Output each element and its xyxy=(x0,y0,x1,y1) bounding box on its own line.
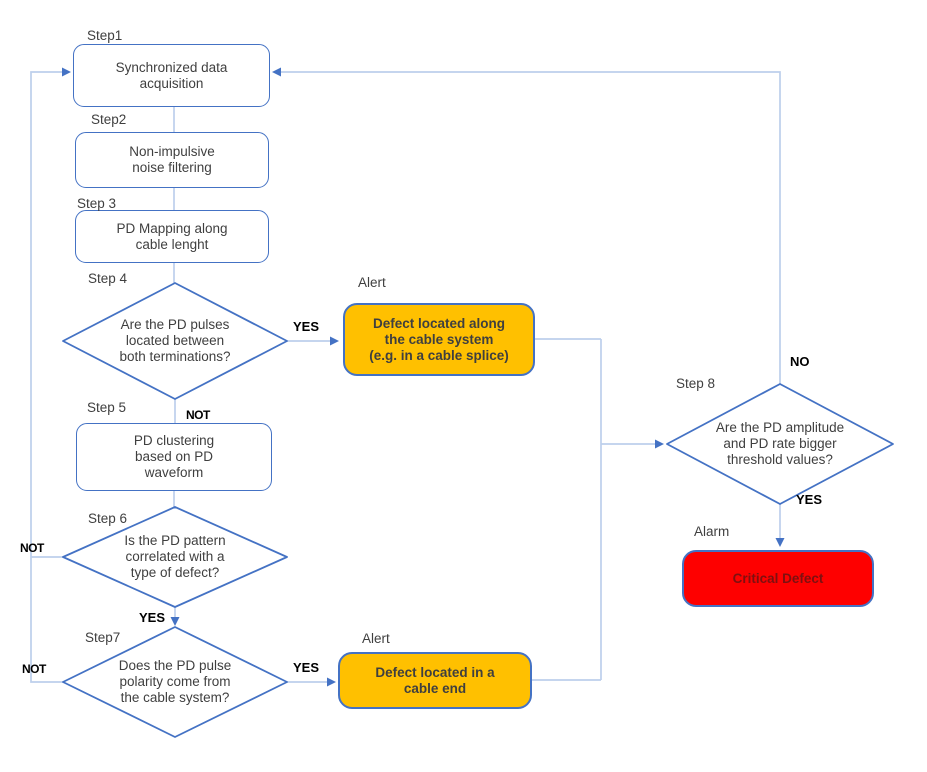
step5-text: PD clustering based on PD waveform xyxy=(133,433,215,480)
step4-diamond xyxy=(62,282,288,400)
step7-label: Step7 xyxy=(85,630,121,645)
decision-diamonds xyxy=(62,282,894,738)
step1-label: Step1 xyxy=(87,28,123,43)
step2-box: Non-impulsive noise filtering xyxy=(75,132,269,188)
step8-diamond xyxy=(666,383,894,505)
alarm-text: Critical Defect xyxy=(732,570,824,586)
step6-diamond xyxy=(62,506,288,608)
alert-box-cable-system: Defect located along the cable system (e… xyxy=(343,303,535,376)
alert2-label: Alert xyxy=(362,631,390,646)
step2-text: Non-impulsive noise filtering xyxy=(129,144,215,175)
edge-label-step6-not: NOT xyxy=(20,541,44,555)
edge-label-step6-yes: YES xyxy=(139,610,166,625)
arrow-down-icon xyxy=(775,538,785,547)
edge-label-step7-yes: YES xyxy=(293,660,320,675)
step5-label: Step 5 xyxy=(87,400,127,415)
step4-label: Step 4 xyxy=(88,271,128,286)
step7-diamond xyxy=(62,626,288,738)
arrowheads xyxy=(62,67,785,687)
alarm-label: Alarm xyxy=(694,524,730,539)
arrow-right-icon xyxy=(327,677,336,687)
step3-text: PD Mapping along cable lenght xyxy=(116,220,228,252)
edge-label-step7-not: NOT xyxy=(22,662,46,676)
alert-box-cable-end: Defect located in a cable end xyxy=(338,652,532,709)
step8-label: Step 8 xyxy=(676,376,716,391)
step5-box: PD clustering based on PD waveform xyxy=(76,423,272,491)
step1-box: Synchronized data acquisition xyxy=(73,44,270,107)
arrow-right-icon xyxy=(655,439,664,449)
step2-label: Step2 xyxy=(91,112,127,127)
step7-question: Does the PD pulse polarity come from the… xyxy=(118,658,232,705)
step1-text: Synchronized data acquisition xyxy=(115,59,228,91)
edge-label-step4-not: NOT xyxy=(186,408,210,422)
arrow-right-icon xyxy=(330,336,339,346)
step4-question: Are the PD pulses located between both t… xyxy=(119,317,231,364)
step8-question: Are the PD amplitude and PD rate bigger … xyxy=(715,420,845,467)
arrow-left-icon xyxy=(272,67,281,77)
alert1-label: Alert xyxy=(358,275,386,290)
edge-step7-not-feedback xyxy=(30,71,63,683)
edge-label-step8-yes: YES xyxy=(796,492,823,507)
step6-question: Is the PD pattern correlated with a type… xyxy=(124,533,226,580)
connector-lines xyxy=(30,71,781,683)
step6-label: Step 6 xyxy=(88,511,128,526)
arrow-down-icon xyxy=(170,617,180,626)
arrow-right-icon xyxy=(62,67,71,77)
edge-label-step4-yes: YES xyxy=(293,319,320,334)
step3-label: Step 3 xyxy=(77,196,117,211)
edge-label-step8-no: NO xyxy=(790,354,810,369)
alarm-box-critical-defect: Critical Defect xyxy=(682,550,874,607)
alert2-text: Defect located in a cable end xyxy=(375,664,495,696)
edge-step8-no-feedback xyxy=(281,71,781,384)
step3-box: PD Mapping along cable lenght xyxy=(75,210,269,263)
alert1-text: Defect located along the cable system (e… xyxy=(369,315,509,363)
